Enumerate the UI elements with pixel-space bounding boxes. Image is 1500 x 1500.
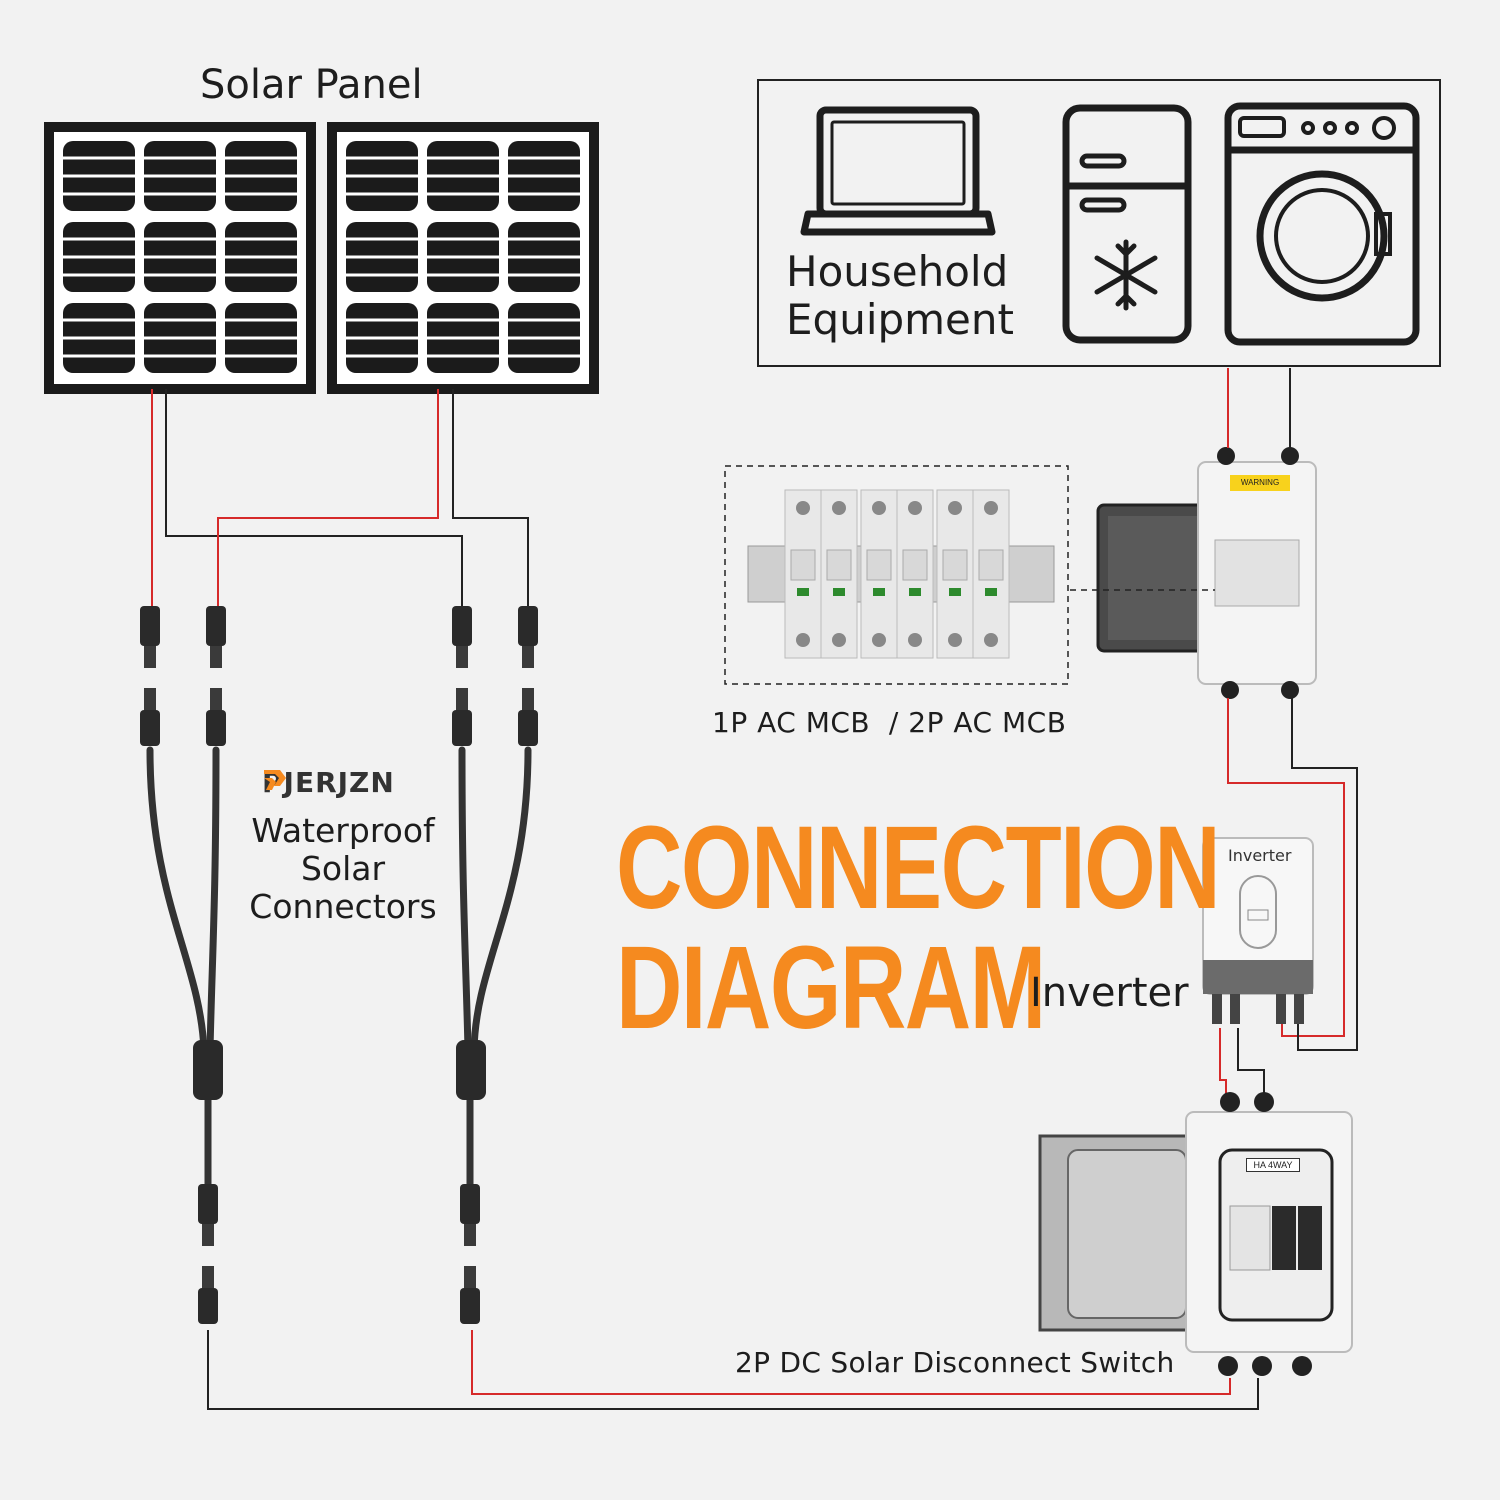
household-equipment-box [757,79,1441,367]
ac-distribution-box [1096,447,1317,699]
connectors-label: Waterproof Solar Connectors [249,811,437,926]
mcb-breakers [784,489,1010,659]
y-branch-joints [193,1040,486,1100]
mcb-label: 1P AC MCB / 2P AC MCB [712,706,1067,739]
warning-sticker: WARNING [1230,475,1290,491]
dc-wiring [1219,1028,1265,1098]
brand-logo-icon [264,770,286,790]
bottom-wiring [207,1330,1259,1410]
panel-wiring [151,389,529,608]
solar-panel-right [332,127,594,389]
refrigerator-icon [1062,104,1192,344]
washing-machine-icon [1224,102,1420,346]
ha-4way-tag: HA 4WAY [1246,1158,1300,1172]
brand-name: PJERJZN [262,766,395,799]
mcb-group-frame [724,465,1069,685]
mc4-connectors [140,606,538,746]
y-branch-cables [146,746,532,1194]
household-equipment-label: Household Equipment [786,247,1014,344]
dc-disconnect-box [1038,1092,1353,1376]
ac-wiring [1227,368,1358,1051]
inverter-label: Inverter [1030,970,1189,1016]
solar-panel-title: Solar Panel [200,62,423,108]
solar-panel-left [49,127,311,389]
laptop-icon [800,106,996,236]
dc-disconnect-label: 2P DC Solar Disconnect Switch [735,1346,1175,1379]
inverter-unit [1202,837,1314,1024]
inverter-device-text: Inverter [1228,846,1292,865]
connection-diagram-heading: CONNECTION DIAGRAM [616,802,1221,1054]
output-connectors [198,1184,480,1324]
brand-logo: PJERJZN [262,766,395,799]
snowflake-icon [1094,239,1158,311]
